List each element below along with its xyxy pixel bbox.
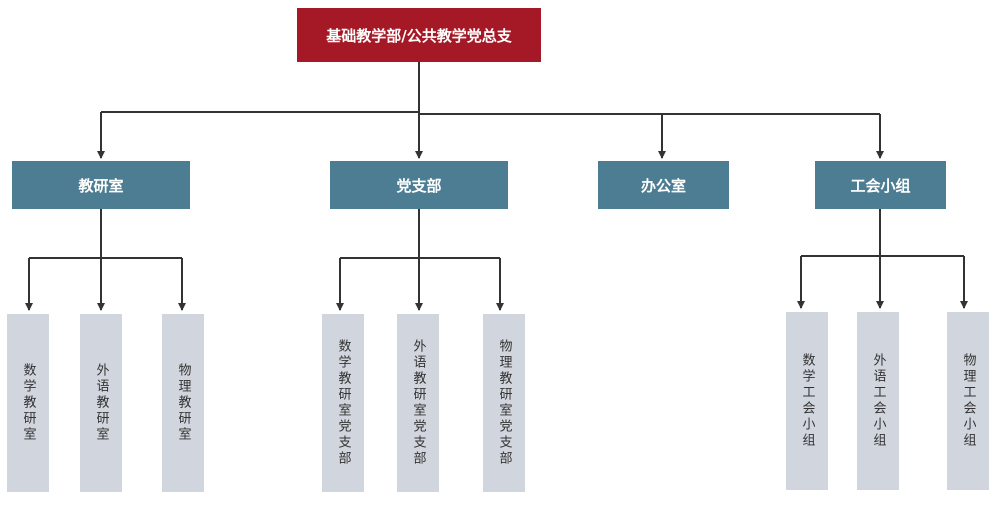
leaf-node-physics-party-branch: 物理教研室党支部 — [483, 314, 525, 492]
leaf-node-foreign-language-party-branch: 外语教研室党支部 — [397, 314, 439, 492]
dept-label: 工会小组 — [850, 176, 911, 195]
dept-label: 办公室 — [640, 176, 686, 195]
root-node: 基础教学部/公共教学党总支 — [297, 8, 541, 62]
leaf-node-math-union: 数学工会小组 — [786, 312, 828, 490]
dept-node-bangongshi: 办公室 — [598, 161, 729, 209]
leaf-label: 数学工会小组 — [799, 353, 815, 449]
dept-node-jiaoyanshi: 教研室 — [12, 161, 190, 209]
leaf-label: 外语教研室 — [93, 363, 109, 443]
leaf-node-physics-teaching: 物理教研室 — [162, 314, 204, 492]
leaf-label: 物理教研室 — [175, 363, 191, 443]
dept-label: 教研室 — [78, 176, 124, 195]
leaf-node-math-party-branch: 数学教研室党支部 — [322, 314, 364, 492]
dept-node-gonghui: 工会小组 — [815, 161, 946, 209]
leaf-node-foreign-language-teaching: 外语教研室 — [80, 314, 122, 492]
leaf-label: 数学教研室 — [20, 363, 36, 443]
leaf-label: 外语工会小组 — [870, 353, 886, 449]
leaf-label: 物理工会小组 — [960, 353, 976, 449]
dept-node-dangzhibu: 党支部 — [330, 161, 508, 209]
leaf-node-math-teaching: 数学教研室 — [7, 314, 49, 492]
leaf-node-foreign-language-union: 外语工会小组 — [857, 312, 899, 490]
leaf-node-physics-union: 物理工会小组 — [947, 312, 989, 490]
leaf-label: 物理教研室党支部 — [496, 339, 512, 467]
leaf-label: 外语教研室党支部 — [410, 339, 426, 467]
dept-label: 党支部 — [396, 176, 442, 195]
root-label: 基础教学部/公共教学党总支 — [326, 26, 512, 45]
leaf-label: 数学教研室党支部 — [335, 339, 351, 467]
